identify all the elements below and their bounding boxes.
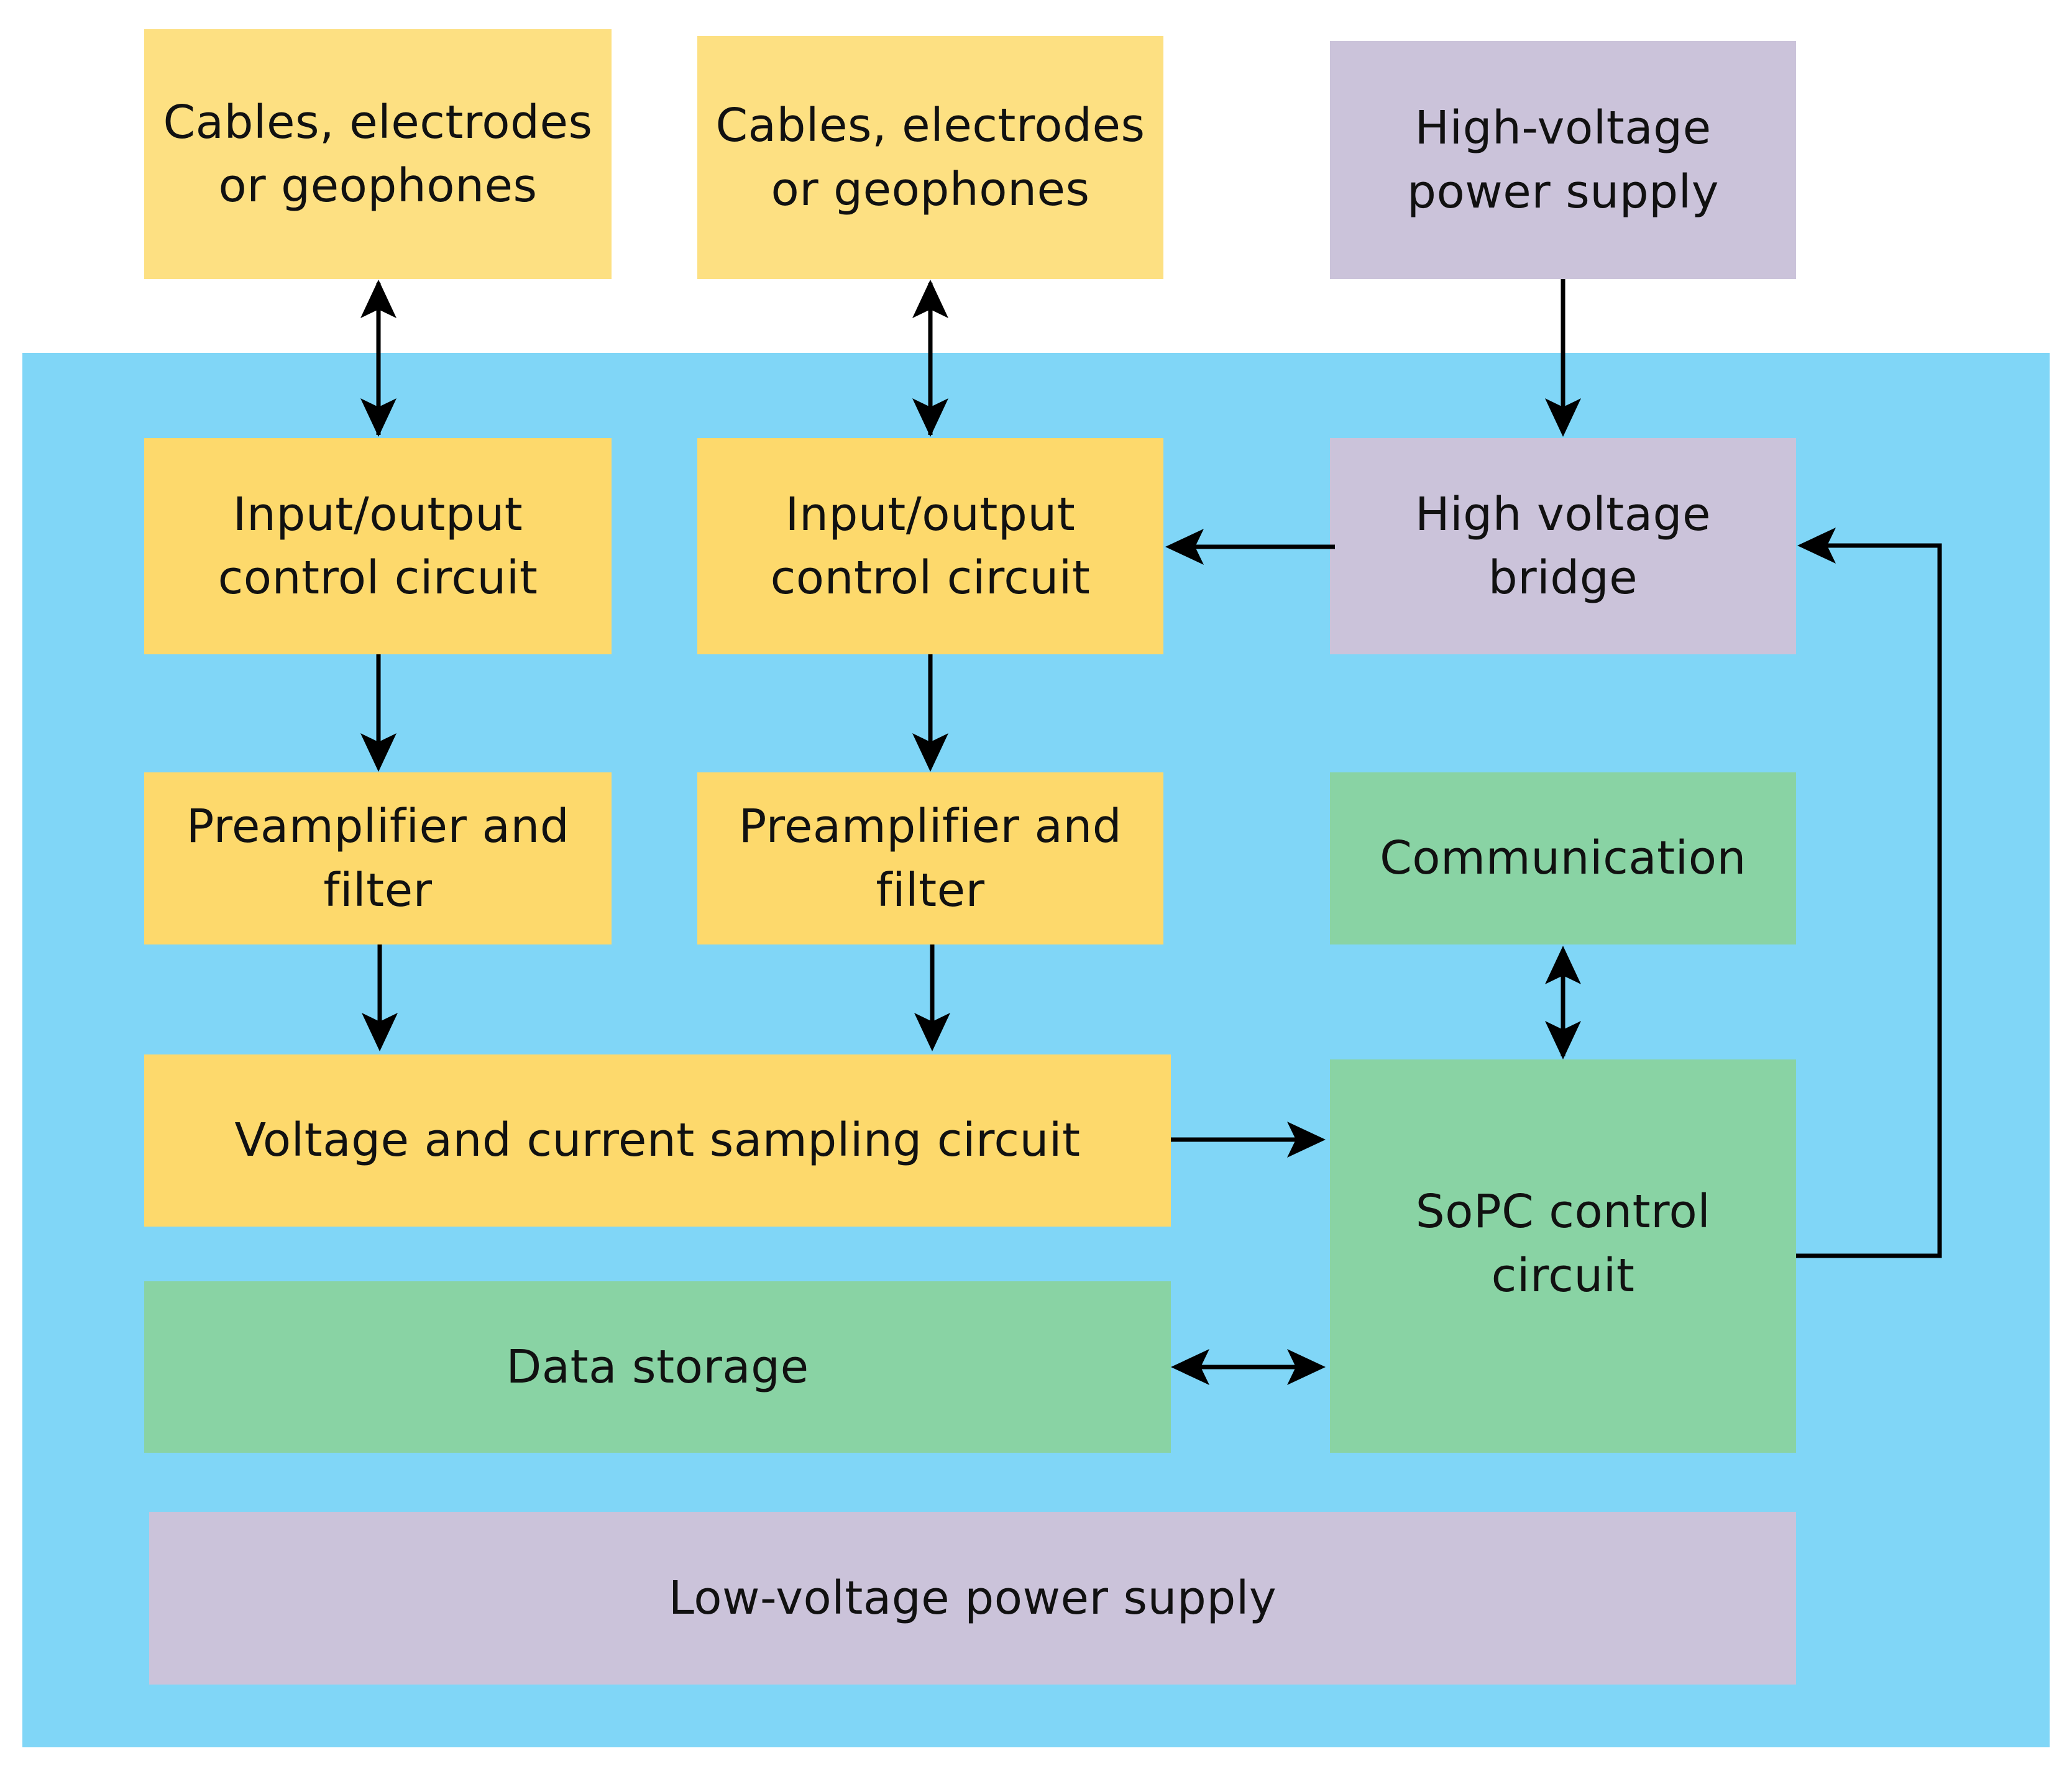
- block-label: Voltage and current sampling circuit: [234, 1114, 1081, 1168]
- block-label-line: Preamplifier and: [738, 800, 1122, 854]
- block-label-line: bridge: [1488, 551, 1638, 605]
- high-voltage-bridge-block: High voltage bridge: [1330, 438, 1796, 654]
- preamplifier-filter-block-left: Preamplifier and filter: [144, 772, 612, 944]
- cables-electrodes-block-right: Cables, electrodes or geophones: [697, 36, 1163, 279]
- block-label: Communication: [1380, 831, 1746, 885]
- block-label-line: High voltage: [1414, 487, 1712, 541]
- block-label-line: Cables, electrodes: [163, 95, 593, 149]
- block-label-line: Preamplifier and: [186, 800, 570, 854]
- block-label-line: SoPC control: [1415, 1185, 1711, 1239]
- data-storage-block: Data storage: [144, 1281, 1171, 1453]
- block-label-line: control circuit: [770, 551, 1091, 605]
- block-label-line: Cables, electrodes: [715, 99, 1145, 153]
- block-label-line: Input/output: [232, 487, 523, 541]
- block-label-line: filter: [876, 863, 985, 917]
- block-label: Low-voltage power supply: [668, 1571, 1277, 1625]
- block-label-line: control circuit: [218, 551, 538, 605]
- block-label: Data storage: [506, 1340, 809, 1394]
- io-control-circuit-block-right: Input/output control circuit: [697, 438, 1163, 654]
- io-control-circuit-block-left: Input/output control circuit: [144, 438, 612, 654]
- high-voltage-power-supply-block: High-voltage power supply: [1330, 41, 1796, 279]
- block-label-line: filter: [323, 863, 433, 917]
- block-label-line: High-voltage: [1414, 101, 1712, 155]
- block-label-line: Input/output: [785, 487, 1076, 541]
- block-label-line: or geophones: [218, 159, 538, 213]
- preamplifier-filter-block-right: Preamplifier and filter: [697, 772, 1163, 944]
- block-label-line: circuit: [1491, 1248, 1635, 1302]
- low-voltage-power-supply-block: Low-voltage power supply: [149, 1512, 1796, 1685]
- cables-electrodes-block-left: Cables, electrodes or geophones: [144, 29, 612, 279]
- communication-block: Communication: [1330, 772, 1796, 944]
- voltage-current-sampling-block: Voltage and current sampling circuit: [144, 1054, 1171, 1227]
- sopc-control-circuit-block: SoPC control circuit: [1330, 1059, 1796, 1453]
- block-label-line: or geophones: [771, 162, 1090, 216]
- block-label-line: power supply: [1407, 165, 1719, 219]
